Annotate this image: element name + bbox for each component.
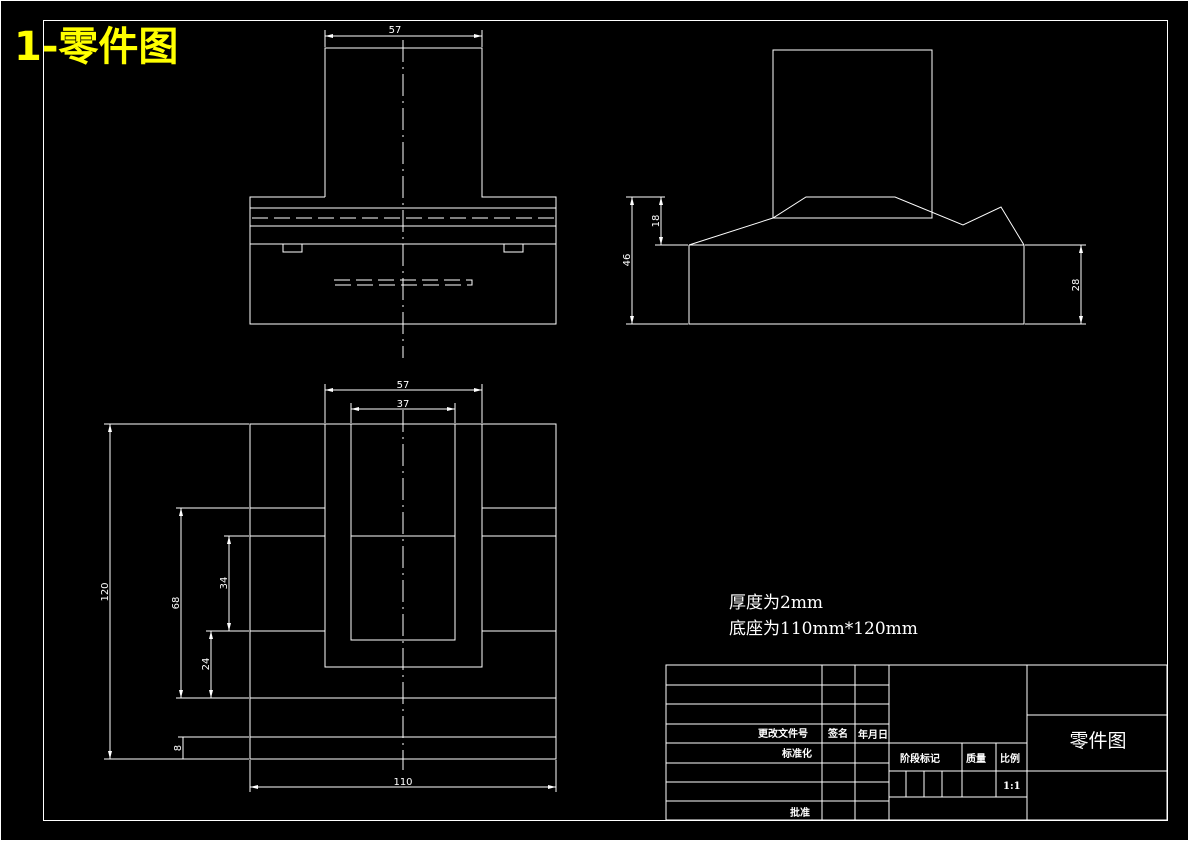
dim-arrow xyxy=(474,388,482,392)
dim-text-front-width: 57 xyxy=(389,25,402,36)
dim-arrow xyxy=(179,508,183,516)
dim-text-top-inner-width: 37 xyxy=(397,399,410,410)
dim-arrow xyxy=(351,407,359,411)
dim-arrow xyxy=(474,34,482,38)
front-view-outline xyxy=(249,47,557,325)
dim-text-top-24: 24 xyxy=(201,658,212,671)
dim-arrow xyxy=(227,536,231,544)
dim-text-side-total: 46 xyxy=(622,254,633,267)
tb-part-name: 零件图 xyxy=(1069,730,1126,752)
dim-arrow xyxy=(250,785,258,789)
dim-text-top-base-width: 110 xyxy=(393,777,412,788)
dim-arrow xyxy=(659,197,663,205)
front-view-tab-right xyxy=(503,243,524,253)
note-base-size: 底座为110mm*120mm xyxy=(729,619,918,639)
dim-arrow xyxy=(227,623,231,631)
dim-text-top-total-height: 120 xyxy=(100,582,111,601)
tb-scale-value: 1:1 xyxy=(1003,781,1021,792)
tb-weight: 质量 xyxy=(966,752,986,765)
tb-scale-label: 比例 xyxy=(1000,752,1020,765)
top-view: 57 37 120 68 34 24 xyxy=(100,380,557,792)
dim-arrow xyxy=(548,785,556,789)
tb-stage-mark: 阶段标记 xyxy=(900,752,940,765)
dim-text-top-8: 8 xyxy=(173,745,184,751)
dim-arrow xyxy=(209,631,213,639)
title-block: 更改文件号 签名 年月日 标准化 批准 阶段标记 质量 比例 1:1 零件图 xyxy=(665,664,1168,821)
dim-arrow xyxy=(108,424,112,432)
dim-arrow xyxy=(659,237,663,245)
dim-arrow xyxy=(325,34,333,38)
dim-text-top-outer-width: 57 xyxy=(397,380,410,391)
note-thickness: 厚度为2mm xyxy=(729,593,823,613)
dim-arrow xyxy=(1079,316,1083,324)
inner-drawing-frame xyxy=(43,20,1168,821)
dim-text-side-right: 28 xyxy=(1071,279,1082,292)
dim-arrow xyxy=(179,690,183,698)
dim-arrow xyxy=(447,407,455,411)
dim-text-top-34: 34 xyxy=(219,577,230,590)
tb-change-doc: 更改文件号 xyxy=(758,727,808,740)
tb-approve: 批准 xyxy=(790,806,810,819)
side-view: 46 18 28 xyxy=(622,49,1086,325)
dim-arrow xyxy=(209,690,213,698)
dim-text-side-upper: 18 xyxy=(651,215,662,228)
dim-arrow xyxy=(630,316,634,324)
dim-arrow xyxy=(1079,245,1083,253)
dim-arrow xyxy=(108,751,112,759)
dim-text-top-68: 68 xyxy=(171,597,182,610)
tb-signature: 签名 xyxy=(827,727,848,740)
dim-arrow xyxy=(325,388,333,392)
side-view-upright xyxy=(772,49,933,219)
tb-date: 年月日 xyxy=(858,728,888,741)
sheet-title: 1-零件图 xyxy=(14,24,178,70)
front-view: 57 xyxy=(249,25,557,358)
dim-arrow xyxy=(630,197,634,205)
front-view-tab-left xyxy=(282,243,303,253)
tb-standardize: 标准化 xyxy=(781,747,812,760)
side-view-profile xyxy=(688,196,1025,325)
